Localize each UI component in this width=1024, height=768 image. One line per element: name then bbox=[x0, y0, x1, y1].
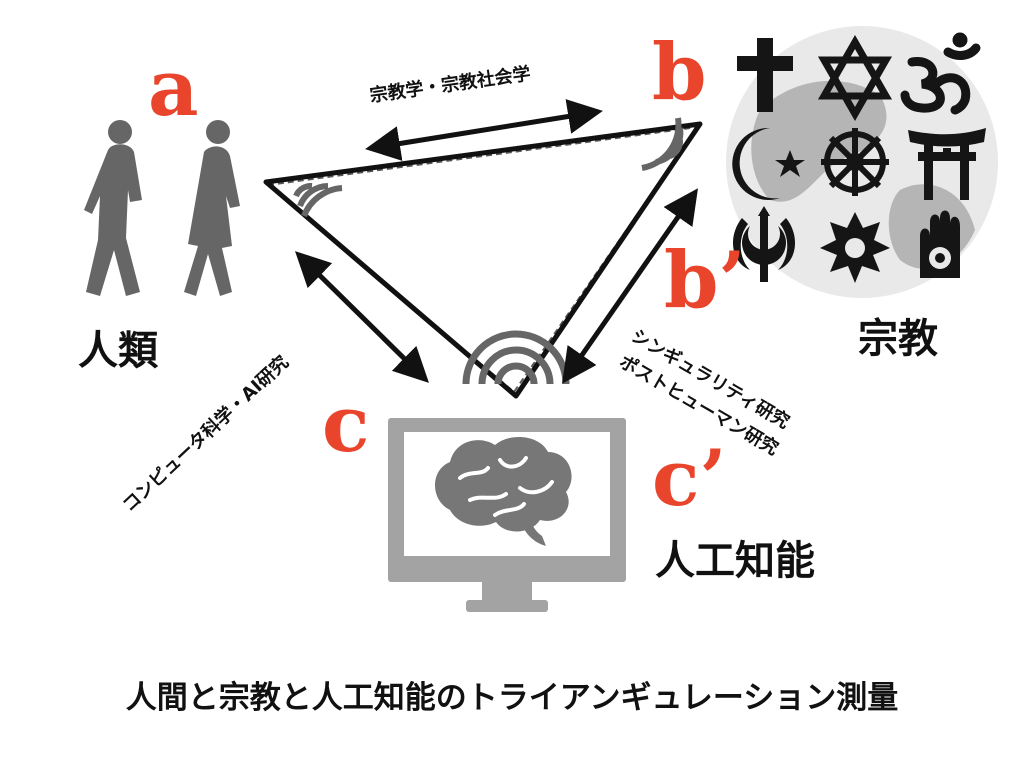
torii-gate-icon bbox=[908, 128, 986, 200]
brain-icon bbox=[435, 436, 572, 546]
cross-symbol-icon bbox=[737, 38, 793, 112]
arrow-a-c bbox=[295, 251, 429, 383]
om-symbol-icon bbox=[900, 32, 981, 115]
two-walking-people-icon bbox=[84, 120, 240, 296]
signal-arc-icon bbox=[462, 330, 570, 385]
node-letter-c: c bbox=[322, 379, 370, 470]
node-letter-c-prime: c’ bbox=[652, 433, 727, 524]
signal-arc-icon bbox=[641, 117, 684, 171]
label-humanity: 人類 bbox=[78, 328, 158, 374]
signal-arc-icon bbox=[293, 182, 343, 218]
label-ai: 人工知能 bbox=[655, 538, 815, 584]
khanda-icon bbox=[732, 206, 796, 282]
dharma-wheel-icon bbox=[821, 128, 889, 196]
arrow-a-b bbox=[365, 99, 603, 161]
node-letter-b-prime: b’ bbox=[664, 235, 746, 326]
jain-hand-icon bbox=[920, 210, 960, 278]
caption: 人間と宗教と人工知能のトライアンギュレーション測量 bbox=[125, 680, 899, 716]
star-of-david-icon bbox=[817, 34, 893, 122]
crescent-star-icon bbox=[732, 127, 805, 200]
world-religion-symbols-icon bbox=[732, 32, 986, 283]
computer-brain-icon bbox=[388, 418, 626, 612]
arrow-b-c bbox=[562, 188, 698, 384]
nine-pointed-star-icon bbox=[820, 212, 890, 283]
node-letter-a: a bbox=[148, 43, 199, 134]
node-letter-b: b bbox=[652, 27, 707, 118]
label-religion: 宗教 bbox=[858, 316, 938, 362]
